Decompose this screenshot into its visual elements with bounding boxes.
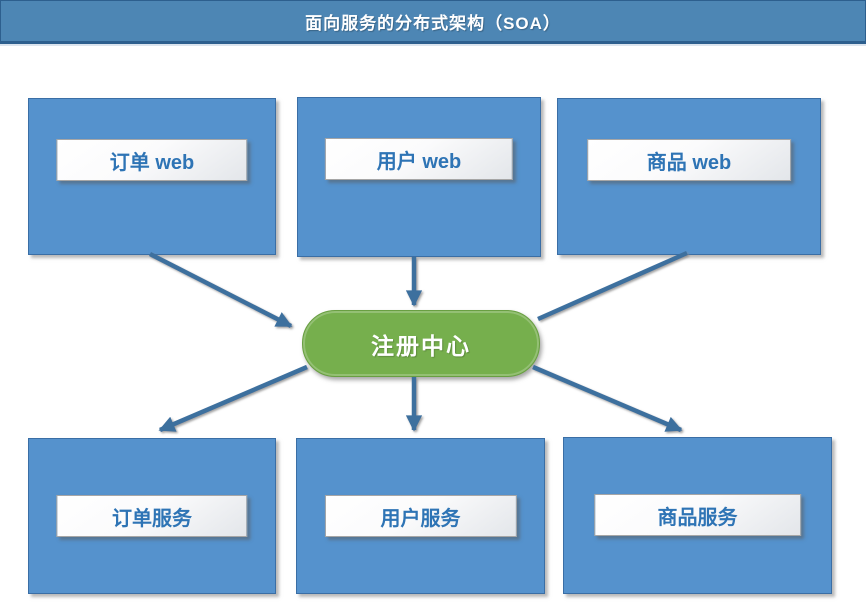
node-label-plate: 商品服务: [593, 494, 802, 536]
node-product-web: 商品 web: [557, 98, 821, 255]
node-label: 商品服务: [657, 506, 738, 529]
node-label: 用户服务: [380, 507, 461, 530]
node-label: 用户 web: [376, 150, 462, 173]
node-label-plate: 商品 web: [587, 139, 791, 181]
node-order-service: 订单服务: [28, 438, 276, 594]
node-label-plate: 订单 web: [56, 139, 248, 181]
connector-order-web-to-registry: [148, 251, 293, 329]
node-label-plate: 用户服务: [324, 495, 517, 537]
node-user-web: 用户 web: [297, 97, 541, 257]
connector-registry-to-order-service: [158, 364, 308, 433]
title-bar: 面向服务的分布式架构（SOA）: [0, 0, 866, 44]
connector-product-web-to-registry: [537, 250, 688, 322]
node-label-plate: 用户 web: [324, 138, 514, 180]
node-label: 商品 web: [646, 151, 732, 174]
node-product-service: 商品服务: [563, 437, 832, 594]
diagram-title: 面向服务的分布式架构（SOA）: [305, 13, 561, 33]
node-label: 注册中心: [371, 332, 471, 359]
node-label-plate: 订单服务: [56, 495, 248, 537]
node-label: 订单 web: [109, 151, 195, 174]
node-registry-center: 注册中心: [302, 310, 540, 377]
node-label: 订单服务: [112, 507, 192, 530]
connector-registry-to-product-service: [532, 364, 683, 433]
node-order-web: 订单 web: [28, 98, 276, 255]
node-user-service: 用户服务: [296, 438, 545, 594]
